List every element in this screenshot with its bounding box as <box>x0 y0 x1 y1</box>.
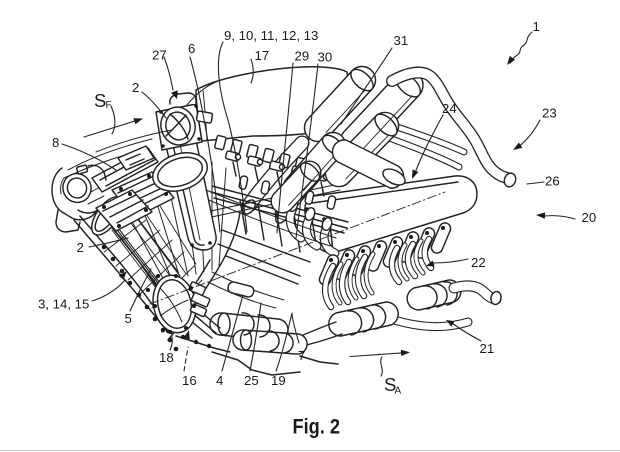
svg-text:21: 21 <box>480 341 495 356</box>
svg-text:24: 24 <box>442 101 457 116</box>
svg-text:25: 25 <box>244 373 259 388</box>
svg-text:4: 4 <box>216 373 223 388</box>
svg-text:A: A <box>395 386 402 397</box>
svg-text:2: 2 <box>77 240 84 255</box>
svg-text:26: 26 <box>545 174 560 189</box>
svg-text:19: 19 <box>271 373 286 388</box>
svg-text:23: 23 <box>542 106 557 121</box>
svg-text:9, 10, 11, 12, 13: 9, 10, 11, 12, 13 <box>224 28 318 43</box>
svg-text:S: S <box>384 374 396 395</box>
svg-text:29: 29 <box>295 49 310 64</box>
svg-text:31: 31 <box>394 33 409 48</box>
svg-text:8: 8 <box>52 135 59 150</box>
svg-text:6: 6 <box>188 41 195 56</box>
svg-text:20: 20 <box>582 210 597 225</box>
svg-text:5: 5 <box>125 311 132 326</box>
svg-text:2: 2 <box>132 80 139 95</box>
svg-text:30: 30 <box>318 50 333 65</box>
svg-text:Fig. 2: Fig. 2 <box>293 415 341 439</box>
svg-text:7: 7 <box>298 348 305 363</box>
svg-text:3, 14, 15: 3, 14, 15 <box>38 297 89 312</box>
svg-text:S: S <box>94 90 106 111</box>
svg-text:17: 17 <box>255 48 270 63</box>
svg-text:F: F <box>106 100 112 111</box>
svg-text:16: 16 <box>182 373 197 388</box>
svg-text:22: 22 <box>471 255 486 270</box>
svg-text:18: 18 <box>159 350 174 365</box>
svg-text:1: 1 <box>533 19 540 34</box>
svg-text:27: 27 <box>152 48 167 63</box>
